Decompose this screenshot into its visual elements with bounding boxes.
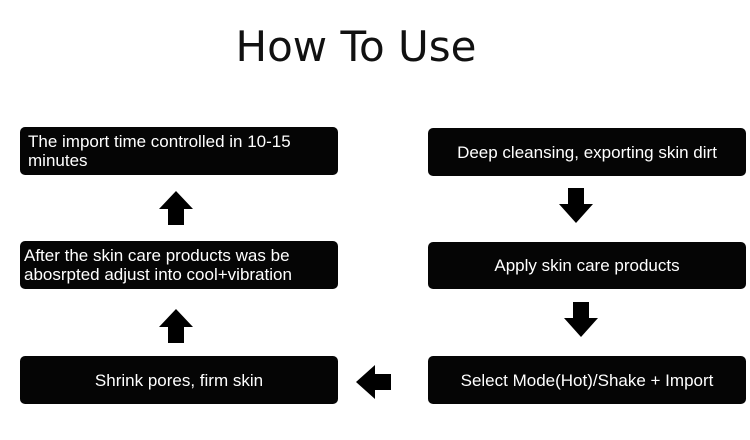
arrow-up-icon [158,190,194,226]
step-shrink-pores-label: Shrink pores, firm skin [94,370,264,390]
arrow-down-icon [558,188,594,224]
arrow-down-icon [563,302,599,338]
arrow-up-icon [158,308,194,344]
step-select-mode: Select Mode(Hot)/Shake + Import [428,356,746,404]
arrow-left-icon [356,364,392,400]
step-adjust-cool-vibration-label: After the skin care products was be abos… [24,246,292,284]
step-shrink-pores: Shrink pores, firm skin [20,356,338,404]
page-title: How To Use [235,22,477,71]
step-apply-products: Apply skin care products [428,242,746,289]
step-import-time-label: The import time controlled in 10-15 minu… [28,132,291,170]
step-apply-products-label: Apply skin care products [494,256,680,275]
step-adjust-cool-vibration: After the skin care products was be abos… [20,241,338,289]
step-import-time: The import time controlled in 10-15 minu… [20,127,338,175]
step-deep-cleansing-label: Deep cleansing, exporting skin dirt [457,142,717,162]
step-deep-cleansing: Deep cleansing, exporting skin dirt [428,128,746,176]
step-select-mode-label: Select Mode(Hot)/Shake + Import [460,370,714,390]
